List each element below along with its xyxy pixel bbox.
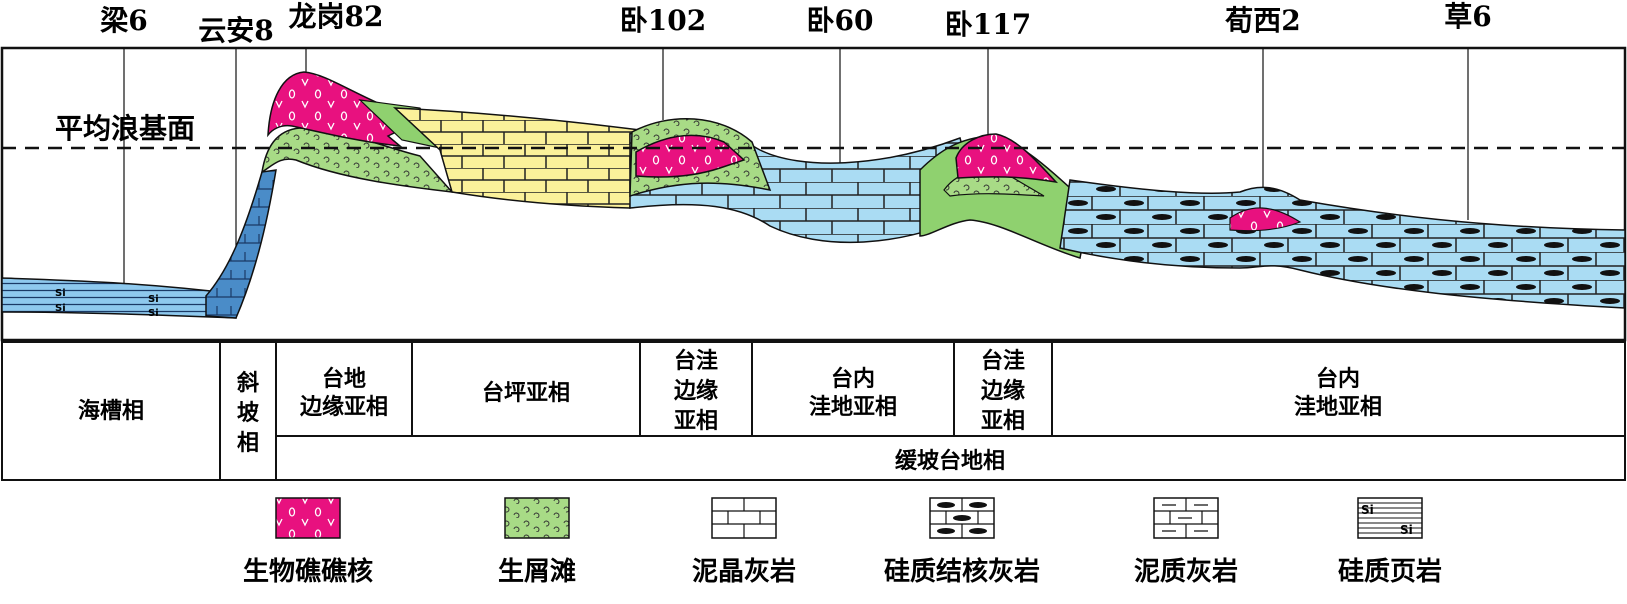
legend-label-argillaceous: 泥质灰岩 xyxy=(1134,557,1238,587)
legend-label-siliceous-shale: 硅质页岩 xyxy=(1338,557,1442,587)
legend-swatch-argillaceous xyxy=(1153,497,1219,539)
facies-taiwa1-line1: 台洼 xyxy=(674,348,718,374)
si-mark: Si xyxy=(55,288,66,299)
facies-taidi-line2: 边缘亚相 xyxy=(299,394,388,420)
facies-tainei1-line1: 台内 xyxy=(831,366,875,392)
chert-nodule-limestone-body xyxy=(1059,179,1626,309)
well-label-wo102: 卧102 xyxy=(620,4,706,37)
facies-xiepo-line3: 相 xyxy=(237,430,259,456)
facies-taiwa2-line2: 边缘 xyxy=(980,378,1025,404)
legend-label-shoal: 生屑滩 xyxy=(498,556,576,587)
facies-taiwa2-line1: 台洼 xyxy=(981,348,1025,374)
slope-body xyxy=(205,169,277,319)
facies-taidi-line1: 台地 xyxy=(322,366,366,392)
wave-base-label: 平均浪基面 xyxy=(55,112,195,145)
legend-label-reef: 生物礁礁核 xyxy=(243,556,373,587)
reef-body-wo102 xyxy=(635,134,746,178)
facies-huanpo: 缓坡台地相 xyxy=(895,448,1005,474)
well-label-wo60: 卧60 xyxy=(807,4,874,37)
legend-label-chert-nodule: 硅质结核灰岩 xyxy=(884,556,1040,587)
facies-xiepo-line1: 斜 xyxy=(236,370,259,396)
well-label-yunan8: 云安8 xyxy=(198,14,273,47)
si-mark: Si xyxy=(55,303,66,314)
facies-xiepo-line2: 坡 xyxy=(237,400,259,426)
well-label-longgang82: 龙岗82 xyxy=(289,0,384,33)
reef-body-wo117 xyxy=(955,133,1059,184)
facies-table xyxy=(1,341,1626,481)
legend-swatch-micrite xyxy=(711,497,777,539)
legend-swatch-reef xyxy=(275,497,341,539)
facies-taiping: 台坪亚相 xyxy=(482,380,570,406)
facies-tainei2-line2: 洼地亚相 xyxy=(1294,394,1382,420)
facies-tainei2-line1: 台内 xyxy=(1316,366,1360,392)
reef-body-xunxi2 xyxy=(1229,207,1302,232)
facies-taiwa2-line3: 亚相 xyxy=(981,408,1025,434)
facies-tainei1-line2: 洼地亚相 xyxy=(809,394,897,420)
facies-haicao: 海槽相 xyxy=(78,398,144,424)
legend-swatch-chert-nodule xyxy=(929,497,995,539)
legend-swatch-shoal xyxy=(504,497,570,539)
legend-si-mark: Si xyxy=(1400,523,1413,537)
legend-swatch-siliceous-shale xyxy=(1357,497,1423,539)
facies-taiwa1-line3: 亚相 xyxy=(674,408,718,434)
well-label-cao6: 草6 xyxy=(1444,0,1491,33)
well-label-xunxi2: 荀西2 xyxy=(1224,4,1300,37)
facies-taiwa1-line2: 边缘 xyxy=(673,378,718,404)
well-label-liang6: 梁6 xyxy=(99,4,147,37)
legend-si-mark: Si xyxy=(1361,503,1374,517)
well-label-wo117: 卧117 xyxy=(945,8,1031,41)
shoal-body xyxy=(260,127,454,193)
si-mark: Si xyxy=(148,294,159,305)
si-mark: Si xyxy=(148,308,159,319)
legend-label-micrite: 泥晶灰岩 xyxy=(692,557,796,587)
